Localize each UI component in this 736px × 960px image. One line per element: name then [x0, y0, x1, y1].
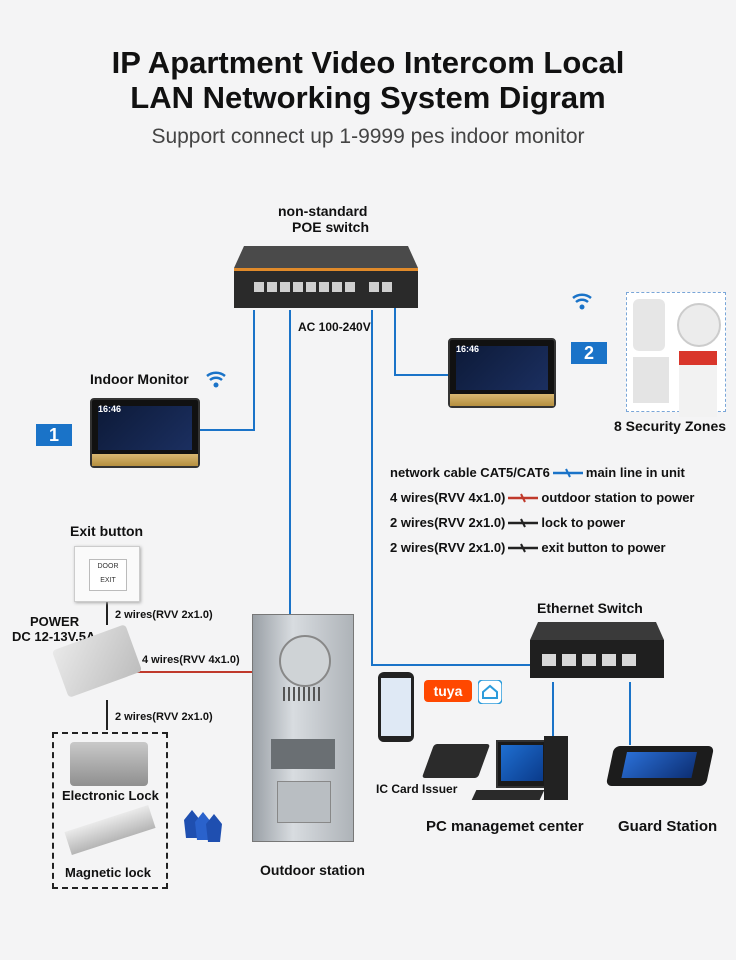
security-zones-box [626, 292, 726, 417]
badge-1: 1 [36, 424, 72, 446]
locks-box: Electronic Lock Magnetic lock [52, 732, 168, 889]
electronic-lock-label: Electronic Lock [62, 788, 159, 803]
legend-4wire-right: outdoor station to power [541, 490, 695, 505]
speaker-grille [283, 687, 323, 701]
outdoor-station-label: Outdoor station [260, 862, 365, 878]
wire-power-outdoor-label: 4 wires(RVV 4x1.0) [142, 654, 240, 666]
rfid-tags-icon [184, 810, 222, 842]
title-line-2: LAN Networking System Digram [130, 80, 606, 115]
legend-4wire-left: 4 wires(RVV 4x1.0) [390, 490, 506, 505]
legend-network-right: main line in unit [585, 465, 685, 480]
ethernet-switch-icon [530, 622, 664, 678]
keyboard-icon [471, 790, 545, 800]
guard-station-icon [605, 746, 715, 786]
outdoor-station-device [252, 614, 354, 842]
poe-switch-icon [234, 246, 418, 308]
monitor2-time: 16:46 [456, 344, 480, 354]
magnetic-lock-icon [64, 804, 156, 856]
power-label-1: POWER [30, 614, 80, 629]
poe-to-ethernet-line [371, 310, 530, 666]
legend-exit-left: 2 wires(RVV 2x1.0) [390, 540, 506, 555]
magnetic-lock-label: Magnetic lock [65, 865, 151, 880]
poe-power-label: AC 100-240V [298, 320, 371, 334]
indoor-monitor-1: 16:46 [90, 398, 200, 468]
legend-exit-right: exit button to power [541, 540, 666, 555]
electronic-lock-icon [70, 742, 148, 786]
wifi-icon-2 [572, 293, 592, 310]
camera-icon [279, 635, 331, 687]
call-buttons [271, 739, 335, 769]
poe-to-monitor1-line [200, 310, 255, 431]
exit-button-device: DOOR EXIT [74, 546, 140, 602]
guard-screen [621, 752, 697, 778]
wire-power-lock-label: 2 wires(RVV 2x1.0) [115, 711, 213, 723]
pc-tower-icon [544, 736, 568, 800]
badge-2: 2 [571, 342, 607, 364]
pc-monitor-icon [496, 740, 548, 788]
card-reader-area [277, 781, 331, 823]
legend-exit-swatch [508, 543, 539, 552]
legend-row-exit: 2 wires(RVV 2x1.0) exit button to power [390, 540, 666, 555]
legend-row-network: network cable CAT5/CAT6 main line in uni… [390, 465, 685, 480]
smoke-detector-icon [677, 303, 721, 347]
tuya-logo: tuya [424, 680, 472, 702]
poe-switch-label-1: non-standard [278, 203, 368, 219]
indoor-monitor-label: Indoor Monitor [90, 371, 189, 387]
poe-switch-label-2: POE switch [292, 219, 370, 235]
exit-button-face: DOOR EXIT [89, 559, 127, 591]
legend-lock-swatch [508, 518, 539, 527]
wifi-icon [206, 371, 226, 388]
wire-exit-power-label: 2 wires(RVV 2x1.0) [115, 609, 213, 621]
legend-network-left: network cable CAT5/CAT6 [390, 465, 550, 480]
pc-screen [501, 745, 543, 781]
siren-icon [679, 351, 717, 417]
legend-row-4wire: 4 wires(RVV 4x1.0) outdoor station to po… [390, 490, 694, 505]
indoor-monitor-2: 16:46 [448, 338, 556, 408]
smartphone-icon [378, 672, 414, 742]
legend-4wire-swatch [508, 493, 539, 502]
power-label-2: DC 12-13V.5A [12, 629, 96, 644]
smartphone-screen [381, 678, 411, 736]
ethernet-switch-label: Ethernet Switch [537, 600, 643, 616]
security-zones-label: 8 Security Zones [614, 418, 727, 434]
pc-center-label: PC managemet center [426, 818, 584, 835]
smart-home-icon [478, 680, 502, 704]
title-line-1: IP Apartment Video Intercom Local [111, 45, 625, 80]
guard-station-label: Guard Station [618, 818, 718, 835]
pir-sensor-icon [633, 299, 665, 351]
legend-lock-left: 2 wires(RVV 2x1.0) [390, 515, 506, 530]
legend-row-lock: 2 wires(RVV 2x1.0) lock to power [390, 515, 625, 530]
legend-lock-right: lock to power [541, 515, 626, 530]
ic-card-issuer-label: IC Card Issuer [376, 782, 458, 796]
exit-text-1: DOOR [97, 563, 119, 570]
subtitle: Support connect up 1-9999 pes indoor mon… [151, 125, 585, 148]
poe-to-monitor2-line [394, 305, 448, 376]
legend-network-swatch [552, 468, 583, 477]
exit-button-label: Exit button [70, 523, 144, 539]
monitor1-time: 16:46 [98, 404, 122, 414]
door-sensor-icon [633, 357, 669, 403]
exit-text-2: EXIT [100, 577, 116, 584]
